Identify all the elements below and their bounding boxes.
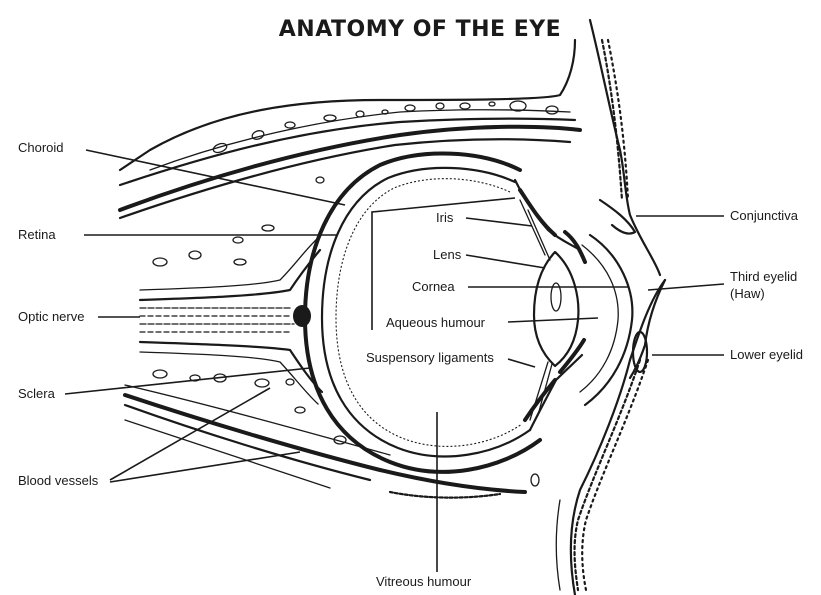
optic-nerve-fibers — [140, 308, 294, 332]
label-blood-vessels: Blood vessels — [18, 473, 99, 488]
optic-nerve-bottom-outer — [140, 352, 318, 404]
label-cornea: Cornea — [412, 279, 455, 294]
label-retina: Retina — [18, 227, 56, 242]
iris-leader — [466, 218, 532, 226]
label-aqueous-humour: Aqueous humour — [386, 315, 486, 330]
choroid-layer — [322, 168, 530, 457]
blood-vessels-leader-2 — [110, 452, 300, 482]
label-vitreous-humour: Vitreous humour — [376, 574, 472, 589]
choroid-leader — [86, 150, 345, 205]
diagram-title: ANATOMY OF THE EYE — [279, 17, 561, 42]
label-iris: Iris — [436, 210, 454, 225]
third-eyelid-cartilage — [633, 332, 647, 372]
eye-illustration — [120, 20, 665, 595]
optic-nerve-top — [140, 250, 320, 300]
upper-muscle-band-2 — [120, 139, 570, 218]
lower-muscle-band-1 — [125, 395, 525, 492]
skin-cells-lower — [575, 360, 648, 590]
retina-layer — [336, 179, 522, 447]
lens-leader — [466, 255, 545, 268]
optic-disc — [293, 305, 311, 327]
label-optic-nerve: Optic nerve — [18, 309, 84, 324]
lens — [534, 252, 578, 366]
label-choroid: Choroid — [18, 140, 64, 155]
label-conjunctiva: Conjunctiva — [730, 208, 799, 223]
label-lower-eyelid: Lower eyelid — [730, 347, 803, 362]
label-third-eyelid-haw: (Haw) — [730, 286, 765, 301]
labels: Choroid Retina Optic nerve Sclera Blood … — [18, 140, 803, 589]
sclera-outer — [305, 154, 540, 472]
label-lens: Lens — [433, 247, 462, 262]
skin-lower-inner — [556, 500, 560, 590]
skin-outline — [120, 40, 575, 170]
sclera-leader — [65, 368, 310, 394]
label-sclera: Sclera — [18, 386, 56, 401]
optic-nerve-bottom — [140, 342, 322, 392]
aqueous-humour-leader — [508, 318, 598, 322]
label-suspensory-ligaments: Suspensory ligaments — [366, 350, 494, 365]
label-third-eyelid: Third eyelid — [730, 269, 797, 284]
suspensory-ligaments-leader-2 — [508, 359, 535, 367]
